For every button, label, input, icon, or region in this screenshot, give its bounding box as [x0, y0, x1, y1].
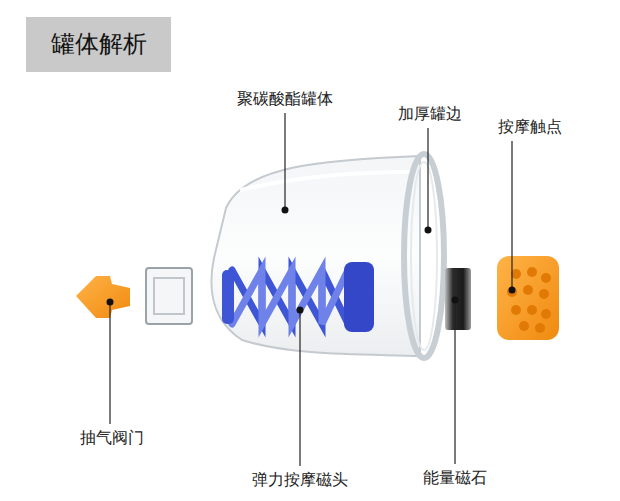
part-label: 加厚罐边 — [398, 104, 462, 124]
title-box: 罐体解析 — [26, 17, 171, 72]
spring-magnet-head — [232, 270, 348, 324]
valve-cap-inner — [154, 278, 184, 314]
part-label: 能量磁石 — [423, 468, 487, 488]
part-label: 按摩触点 — [498, 117, 562, 137]
air-valve — [76, 276, 130, 318]
massage-bumps — [507, 267, 551, 333]
spring-end — [222, 270, 234, 324]
cup-rim-inner — [411, 162, 437, 350]
leader-dots — [107, 207, 516, 314]
part-label: 弹力按摩磁头 — [252, 470, 348, 490]
cup-body — [211, 156, 420, 356]
massage-point — [497, 256, 559, 340]
cup-highlight — [240, 172, 410, 190]
valve-cap — [146, 268, 192, 324]
part-label: 抽气阀门 — [80, 428, 144, 448]
magnet — [445, 268, 471, 330]
cup-rim — [404, 154, 444, 358]
part-label: 聚碳酸酯罐体 — [237, 89, 333, 109]
spring-cap — [344, 262, 374, 332]
leader-lines — [110, 113, 512, 466]
